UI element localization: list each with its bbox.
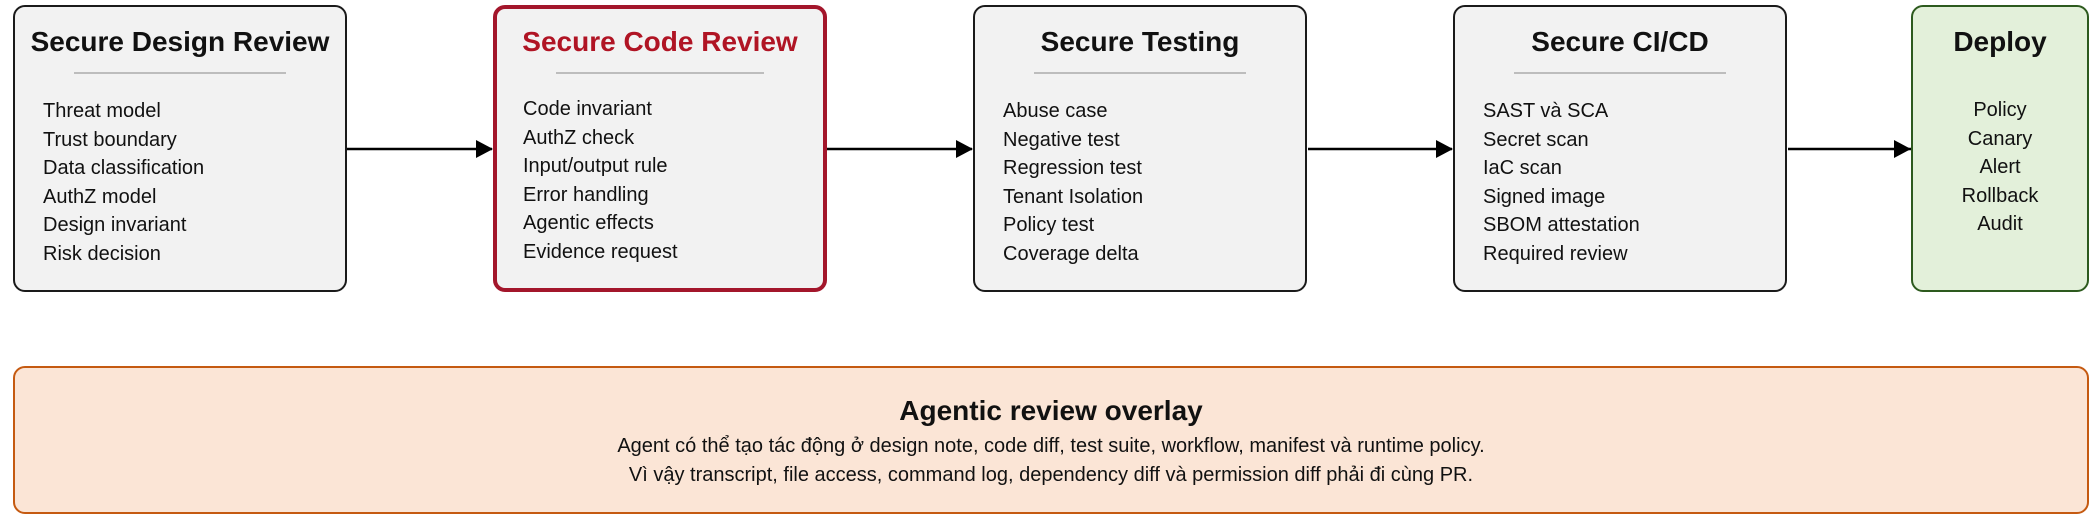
title-divider [1514, 72, 1726, 74]
agentic-review-overlay: Agentic review overlay Agent có thể tạo … [13, 366, 2089, 514]
stage-deploy: Deploy Policy Canary Alert Rollback Audi… [1911, 5, 2089, 292]
arrowhead-code-to-testing [956, 140, 973, 158]
stage-item: Secret scan [1483, 128, 1589, 151]
stage-item: Required review [1483, 242, 1628, 265]
stage-item: Alert [1979, 156, 2021, 179]
stage-item: Trust boundary [43, 128, 177, 151]
stage-item: Rollback [1961, 184, 2039, 207]
overlay-description-line: Agent có thể tạo tác động ở design note,… [617, 435, 1485, 457]
stage-item: Error handling [523, 183, 649, 206]
overlay-description-line: Vì vậy transcript, file access, command … [628, 464, 1474, 486]
stage-item: Data classification [43, 157, 205, 180]
stage-title: Deploy [1953, 26, 2047, 57]
stage-item: Regression test [1003, 157, 1142, 180]
stage-item: Input/output rule [523, 155, 668, 178]
stage-item: Threat model [43, 100, 161, 122]
stage-item: Agentic effects [523, 212, 654, 235]
stage-item: IaC scan [1483, 157, 1562, 180]
stage-item: Tenant Isolation [1003, 185, 1144, 208]
arrowhead-cicd-to-deploy [1894, 140, 1911, 158]
stage-secure-code-review: Secure Code Review Code invariant AuthZ … [493, 5, 827, 292]
stage-item: SAST và SCA [1483, 100, 1609, 122]
stage-secure-testing: Secure Testing Abuse case Negative test … [973, 5, 1307, 292]
title-divider [74, 72, 286, 74]
stage-item: Abuse case [1003, 100, 1108, 122]
stage-item-list: Code invariant AuthZ check Input/output … [523, 95, 823, 267]
stage-title: Secure Code Review [522, 26, 798, 57]
stage-title: Secure CI/CD [1531, 26, 1709, 57]
stage-item: Design invariant [43, 214, 187, 237]
title-divider [555, 72, 765, 74]
stage-item: Negative test [1003, 128, 1120, 151]
stage-secure-ci-cd: Secure CI/CD SAST và SCA Secret scan IaC… [1453, 5, 1787, 292]
stage-item: Evidence request [523, 240, 678, 263]
title-divider [1034, 72, 1246, 74]
stage-secure-design-review: Secure Design Review Threat model Trust … [13, 5, 347, 292]
stage-item: Risk decision [43, 242, 161, 265]
stage-item-list: SAST và SCA Secret scan IaC scan Signed … [1483, 97, 1785, 269]
stage-item: Canary [1967, 127, 2033, 150]
arrowhead-testing-to-cicd [1436, 140, 1453, 158]
arrowhead-design-to-code [476, 140, 493, 158]
stage-item: AuthZ check [523, 126, 635, 149]
overlay-title: Agentic review overlay [899, 395, 1203, 426]
stage-title: Secure Design Review [30, 26, 330, 57]
stage-item-list: Abuse case Negative test Regression test… [1003, 97, 1305, 269]
stage-item: Audit [1977, 213, 2023, 236]
stage-item-list: Threat model Trust boundary Data classif… [43, 97, 345, 269]
stage-item: SBOM attestation [1483, 214, 1640, 237]
stage-item: Code invariant [523, 98, 652, 120]
stage-item: Signed image [1483, 185, 1606, 208]
stage-item: Coverage delta [1003, 242, 1139, 265]
stage-title: Secure Testing [1040, 26, 1240, 57]
stage-item-list: Policy Canary Alert Rollback Audit [1913, 96, 2087, 239]
stage-item: Policy test [1003, 214, 1095, 237]
stage-item: Policy [1973, 99, 2027, 121]
stage-item: AuthZ model [43, 185, 157, 208]
